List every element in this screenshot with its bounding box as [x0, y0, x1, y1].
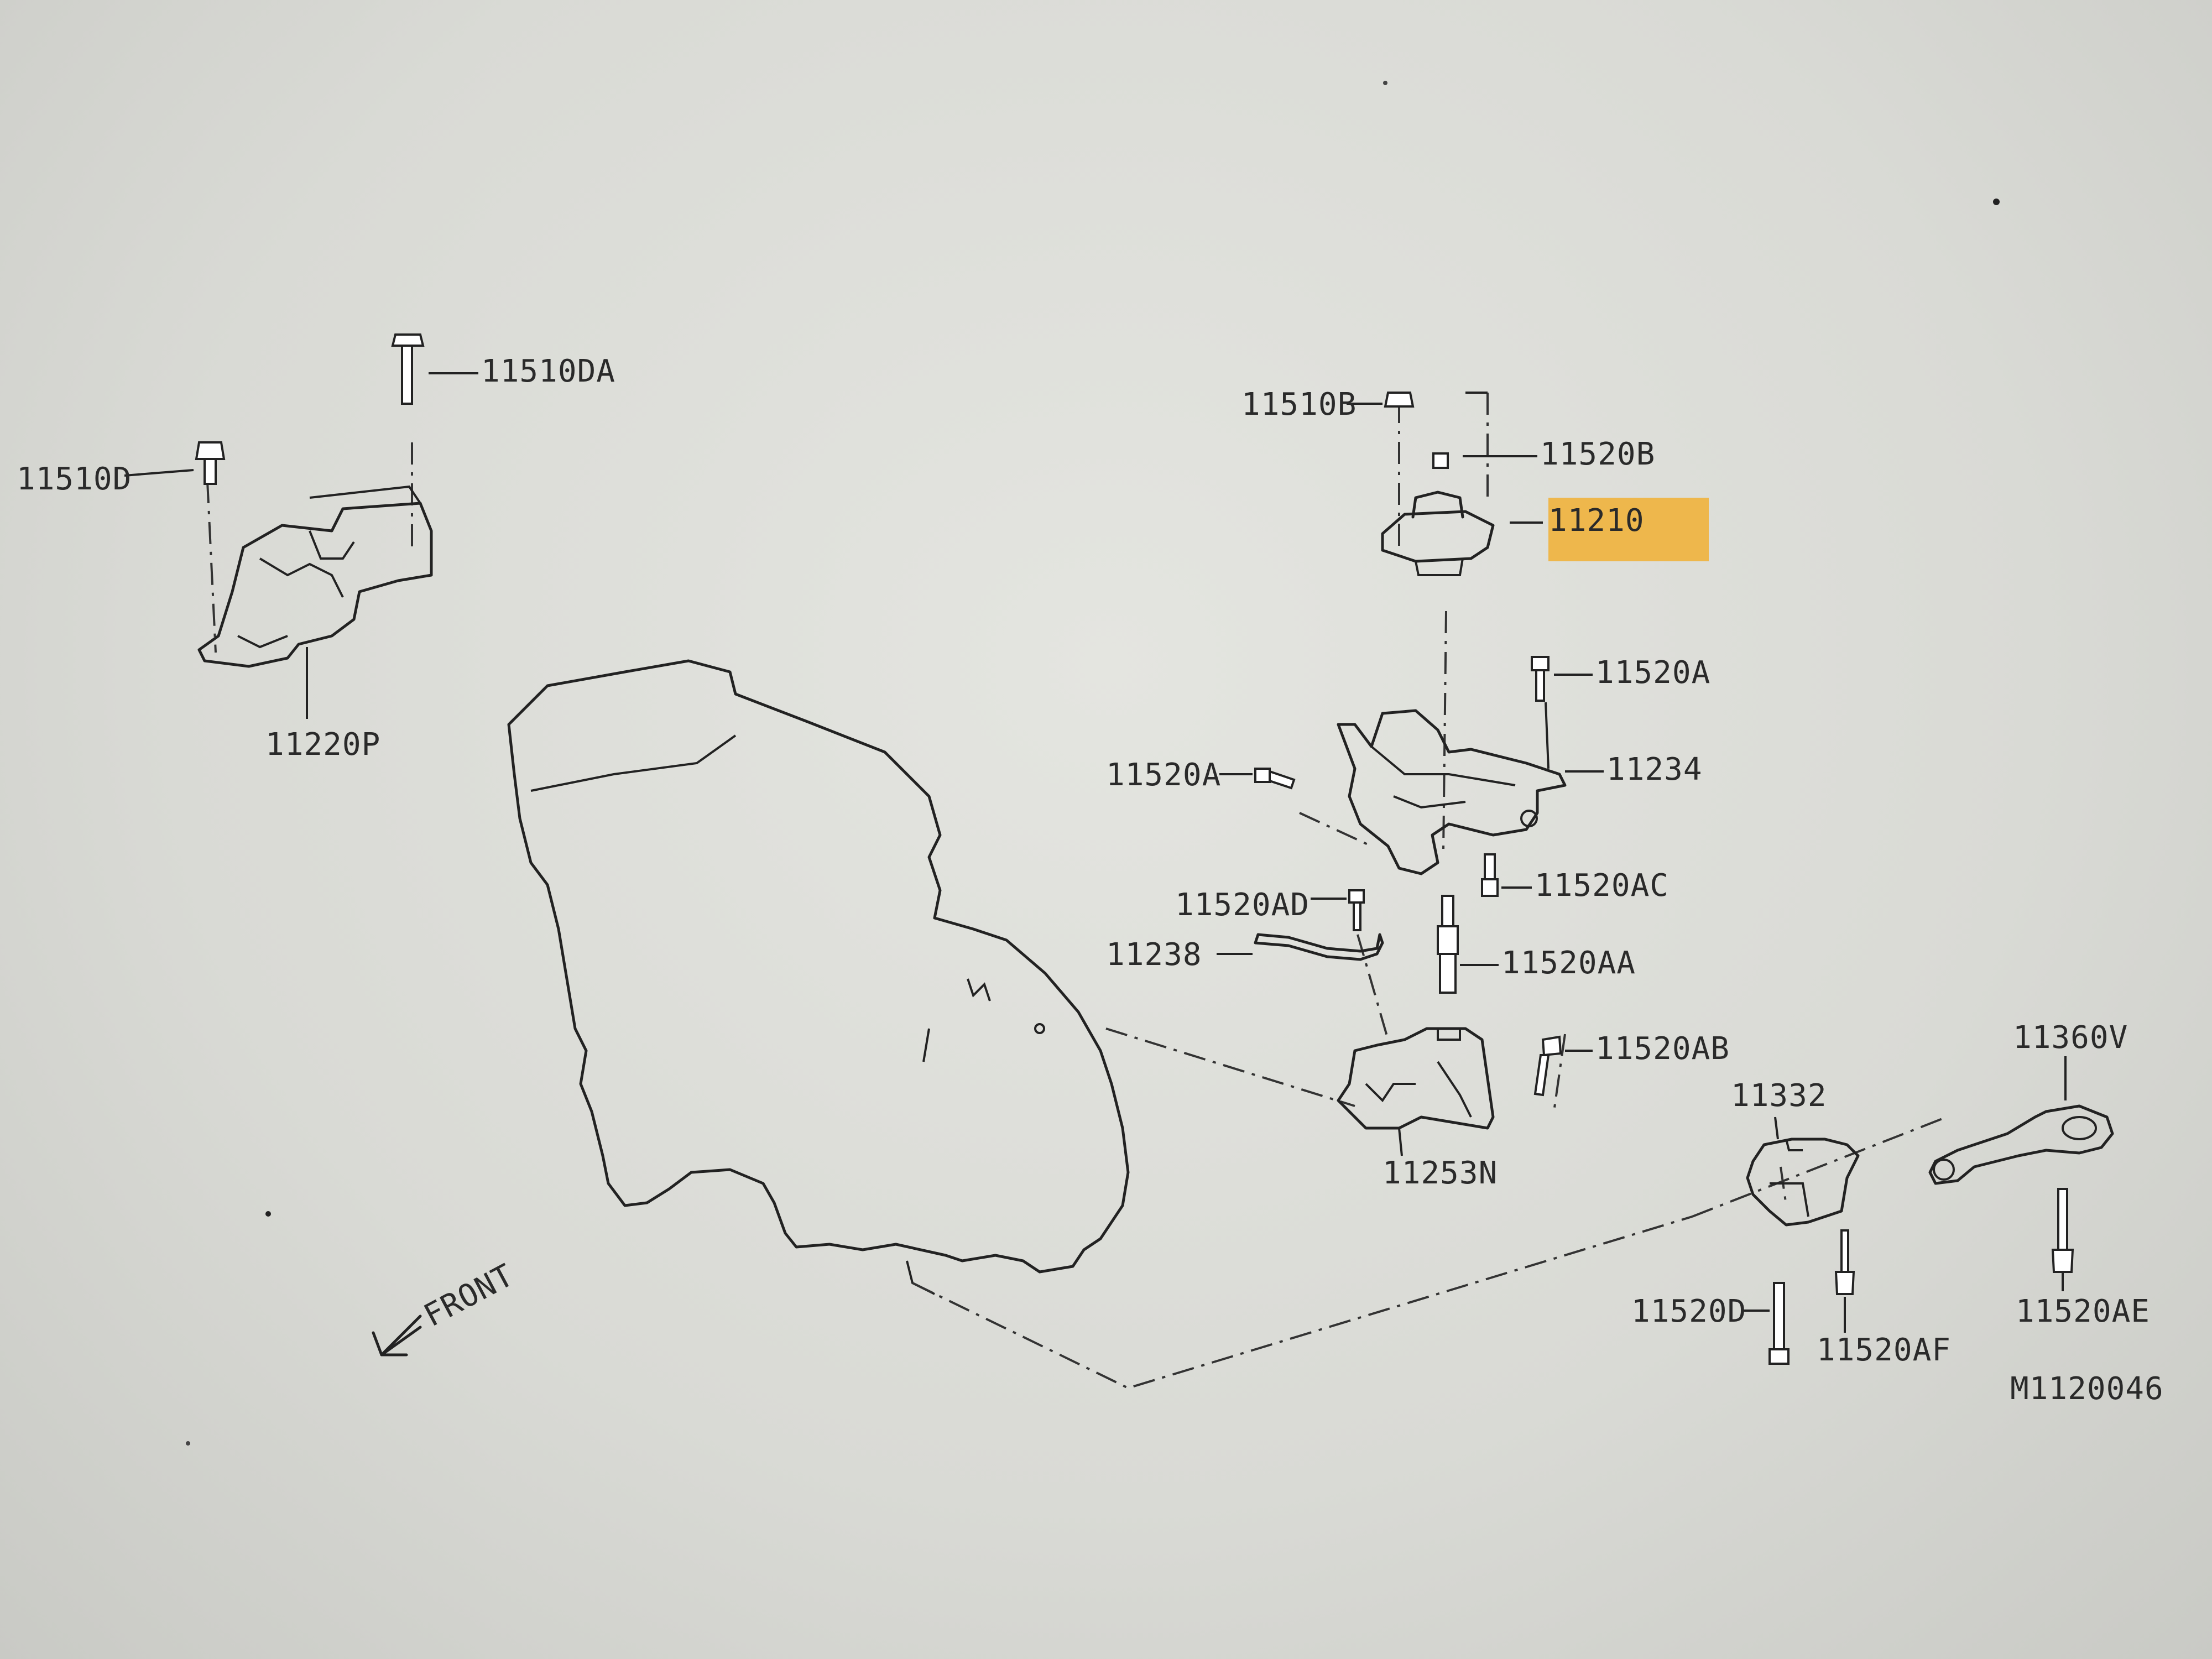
- label-11520B: 11520B: [1540, 436, 1655, 472]
- bracket-11234: [1337, 709, 1604, 875]
- label-11520AF: 11520AF: [1817, 1332, 1951, 1368]
- bolt-11520AC: [1481, 853, 1532, 897]
- label-11520A-top: 11520A: [1595, 655, 1710, 691]
- stud-11520AA: [1437, 895, 1499, 994]
- label-11520AA: 11520AA: [1501, 945, 1636, 981]
- label-11520A-left: 11520A: [1106, 757, 1221, 793]
- bolt-11520AE: [2051, 1188, 2074, 1291]
- nut-11520B: [1432, 452, 1537, 469]
- mount-bracket-11220P: [197, 485, 433, 719]
- label-11220P: 11220P: [265, 727, 380, 763]
- bolt-11520D: [1742, 1282, 1790, 1365]
- bolt-11510D: [124, 441, 226, 485]
- bolt-11510B: [1347, 392, 1488, 408]
- label-11520AE: 11520AE: [2016, 1293, 2150, 1329]
- bolt-11520A-top: [1531, 656, 1593, 769]
- torque-rod-11360V: [1928, 1056, 2114, 1185]
- label-11510DA: 11510DA: [481, 353, 615, 389]
- rod-11238: [1217, 933, 1384, 961]
- bracket-11332: [1746, 1117, 1860, 1227]
- bolt-11520A-left: [1219, 768, 1296, 790]
- label-11510D: 11510D: [17, 461, 132, 497]
- part-highlight: [1548, 498, 1709, 561]
- label-11332: 11332: [1731, 1078, 1827, 1114]
- front-label: FRONT: [418, 1257, 520, 1334]
- bolt-11520AF: [1834, 1229, 1855, 1333]
- bolt-11510DA: [391, 333, 478, 405]
- scan-specks: [186, 81, 2000, 1446]
- engine-mount-11210: [1381, 491, 1709, 576]
- label-11210: 11210: [1548, 503, 1645, 539]
- label-11360V: 11360V: [2013, 1020, 2128, 1056]
- front-direction-arrow: [372, 1314, 422, 1357]
- label-11510B: 11510B: [1241, 387, 1357, 422]
- bolt-11520AB: [1533, 1035, 1593, 1097]
- label-11520AC: 11520AC: [1535, 868, 1669, 904]
- label-11520AB: 11520AB: [1595, 1031, 1730, 1067]
- label-11253N: 11253N: [1383, 1155, 1498, 1191]
- label-11234: 11234: [1606, 752, 1703, 787]
- label-11520D: 11520D: [1631, 1293, 1746, 1329]
- bolt-11520AD: [1311, 889, 1365, 931]
- label-11238: 11238: [1106, 937, 1202, 973]
- engine-block-outline: [507, 659, 1130, 1295]
- label-11520AD: 11520AD: [1175, 887, 1310, 923]
- bracket-11253N: [1337, 1027, 1495, 1156]
- diagram-code: M1120046: [2010, 1371, 2164, 1407]
